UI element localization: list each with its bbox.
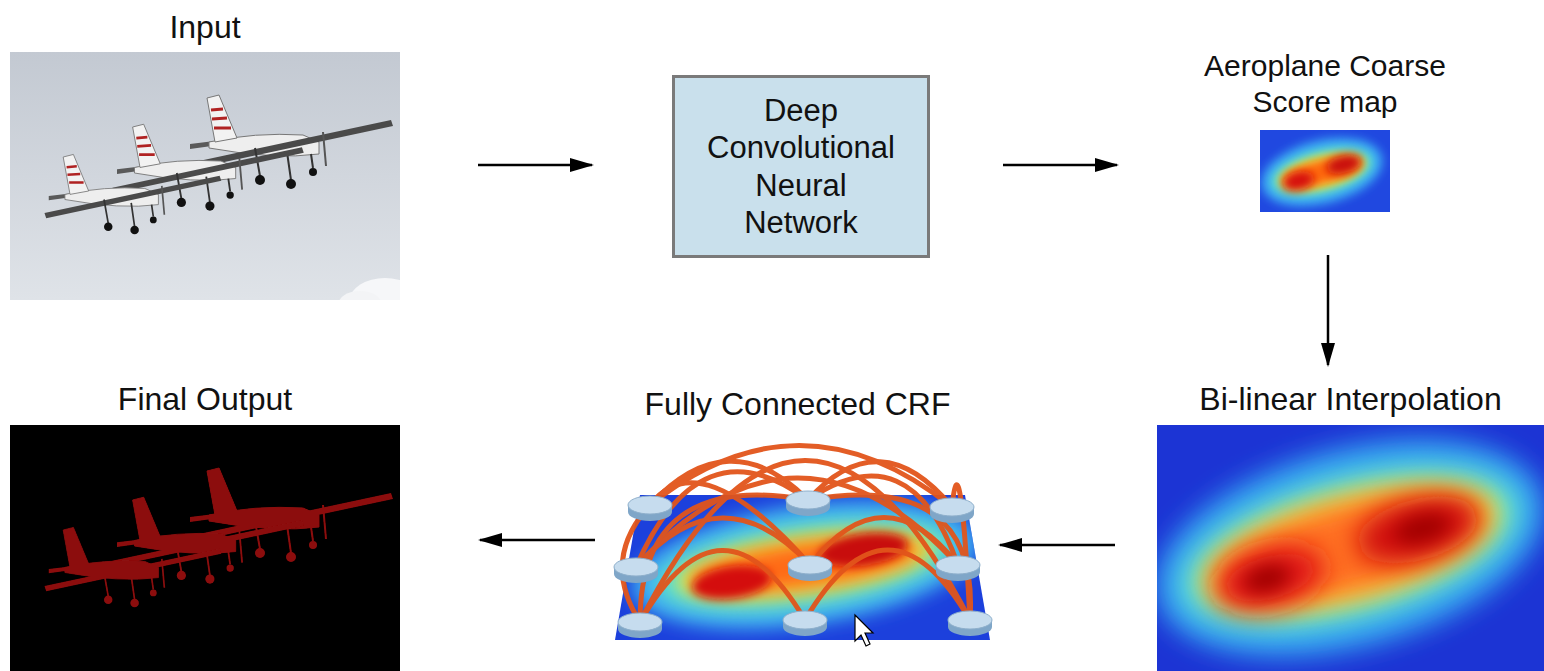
node-label: Bi-linear Interpolation [1157, 380, 1544, 418]
flow-arrow [478, 164, 592, 167]
flow-arrow [1327, 255, 1330, 365]
flow-arrow [480, 539, 595, 542]
process-box: Deep Convolutional Neural Network [672, 75, 930, 258]
flow-arrow [1000, 544, 1115, 547]
flow-arrow [1003, 164, 1117, 167]
image-panel: Fully Connected CRF [600, 385, 995, 645]
image-panel: Aeroplane Coarse Score map [1160, 48, 1490, 215]
mouse-cursor [855, 615, 873, 646]
image-panel: Final Output [10, 380, 400, 671]
node-label: Aeroplane Coarse Score map [1185, 48, 1465, 120]
node-label: Deep Convolutional Neural Network [697, 92, 905, 241]
input-photo [10, 52, 400, 300]
node-label: Input [10, 8, 400, 46]
upsampled-heatmap [1157, 425, 1544, 671]
node-label: Final Output [10, 380, 400, 418]
crf-graph [600, 445, 1000, 648]
image-panel: Bi-linear Interpolation [1157, 380, 1544, 671]
segmentation-mask [10, 425, 400, 671]
coarse-heatmap [1260, 130, 1390, 212]
image-panel: Input [10, 8, 400, 300]
node-label: Fully Connected CRF [600, 385, 995, 423]
